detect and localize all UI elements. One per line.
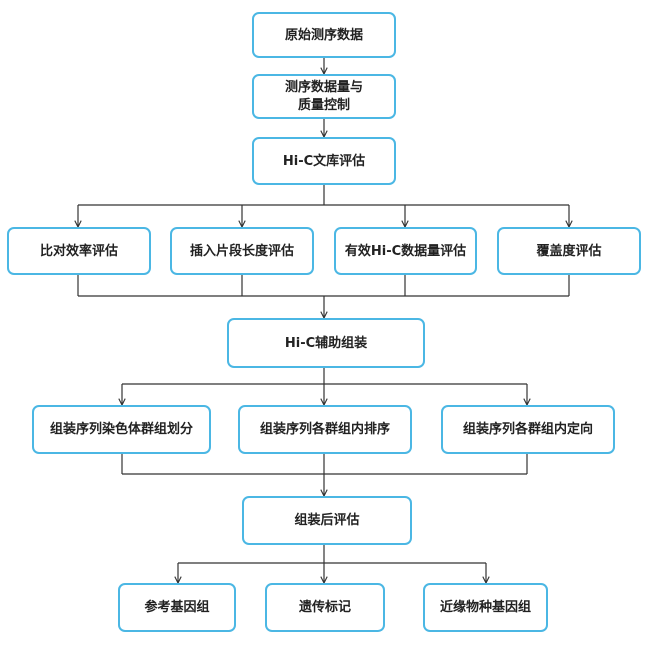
insert-size-evaluation-label: 插入片段长度评估: [189, 243, 294, 259]
group-orientation-node: 组装序列各群组内定向: [441, 405, 615, 454]
group-ordering-node: 组装序列各群组内排序: [238, 405, 412, 454]
library-evaluation-label: Hi-C文库评估: [282, 153, 366, 169]
valid-data-evaluation-label: 有效Hi-C数据量评估: [344, 243, 467, 259]
genetic-markers-label: 遗传标记: [298, 600, 351, 615]
raw-data-label: 原始测序数据: [284, 27, 363, 43]
raw-data-node: 原始测序数据: [252, 12, 396, 58]
reference-genome-node: 参考基因组: [118, 583, 236, 632]
quality-control-node: 测序数据量与 质量控制: [252, 74, 396, 119]
quality-control-label-line1: 测序数据量与: [284, 79, 363, 95]
chromosome-grouping-label: 组装序列染色体群组划分: [49, 422, 193, 437]
alignment-evaluation-label: 比对效率评估: [39, 243, 118, 259]
insert-size-evaluation-node: 插入片段长度评估: [170, 227, 314, 275]
reference-genome-label: 参考基因组: [144, 600, 210, 615]
genetic-markers-node: 遗传标记: [265, 583, 385, 632]
hic-assembly-label: Hi-C辅助组装: [284, 335, 368, 351]
coverage-evaluation-node: 覆盖度评估: [497, 227, 641, 275]
alignment-evaluation-node: 比对效率评估: [7, 227, 151, 275]
group-ordering-label: 组装序列各群组内排序: [259, 422, 390, 437]
related-species-genome-node: 近缘物种基因组: [423, 583, 548, 632]
valid-data-evaluation-node: 有效Hi-C数据量评估: [334, 227, 477, 275]
quality-control-label-line2: 质量控制: [297, 97, 350, 113]
coverage-evaluation-label: 覆盖度评估: [536, 243, 602, 259]
post-assembly-evaluation-node: 组装后评估: [242, 496, 412, 545]
chromosome-grouping-node: 组装序列染色体群组划分: [32, 405, 211, 454]
post-assembly-evaluation-label: 组装后评估: [294, 513, 360, 528]
related-species-genome-label: 近缘物种基因组: [439, 600, 531, 615]
hic-assembly-node: Hi-C辅助组装: [227, 318, 425, 368]
group-orientation-label: 组装序列各群组内定向: [462, 422, 593, 437]
library-evaluation-node: Hi-C文库评估: [252, 137, 396, 185]
